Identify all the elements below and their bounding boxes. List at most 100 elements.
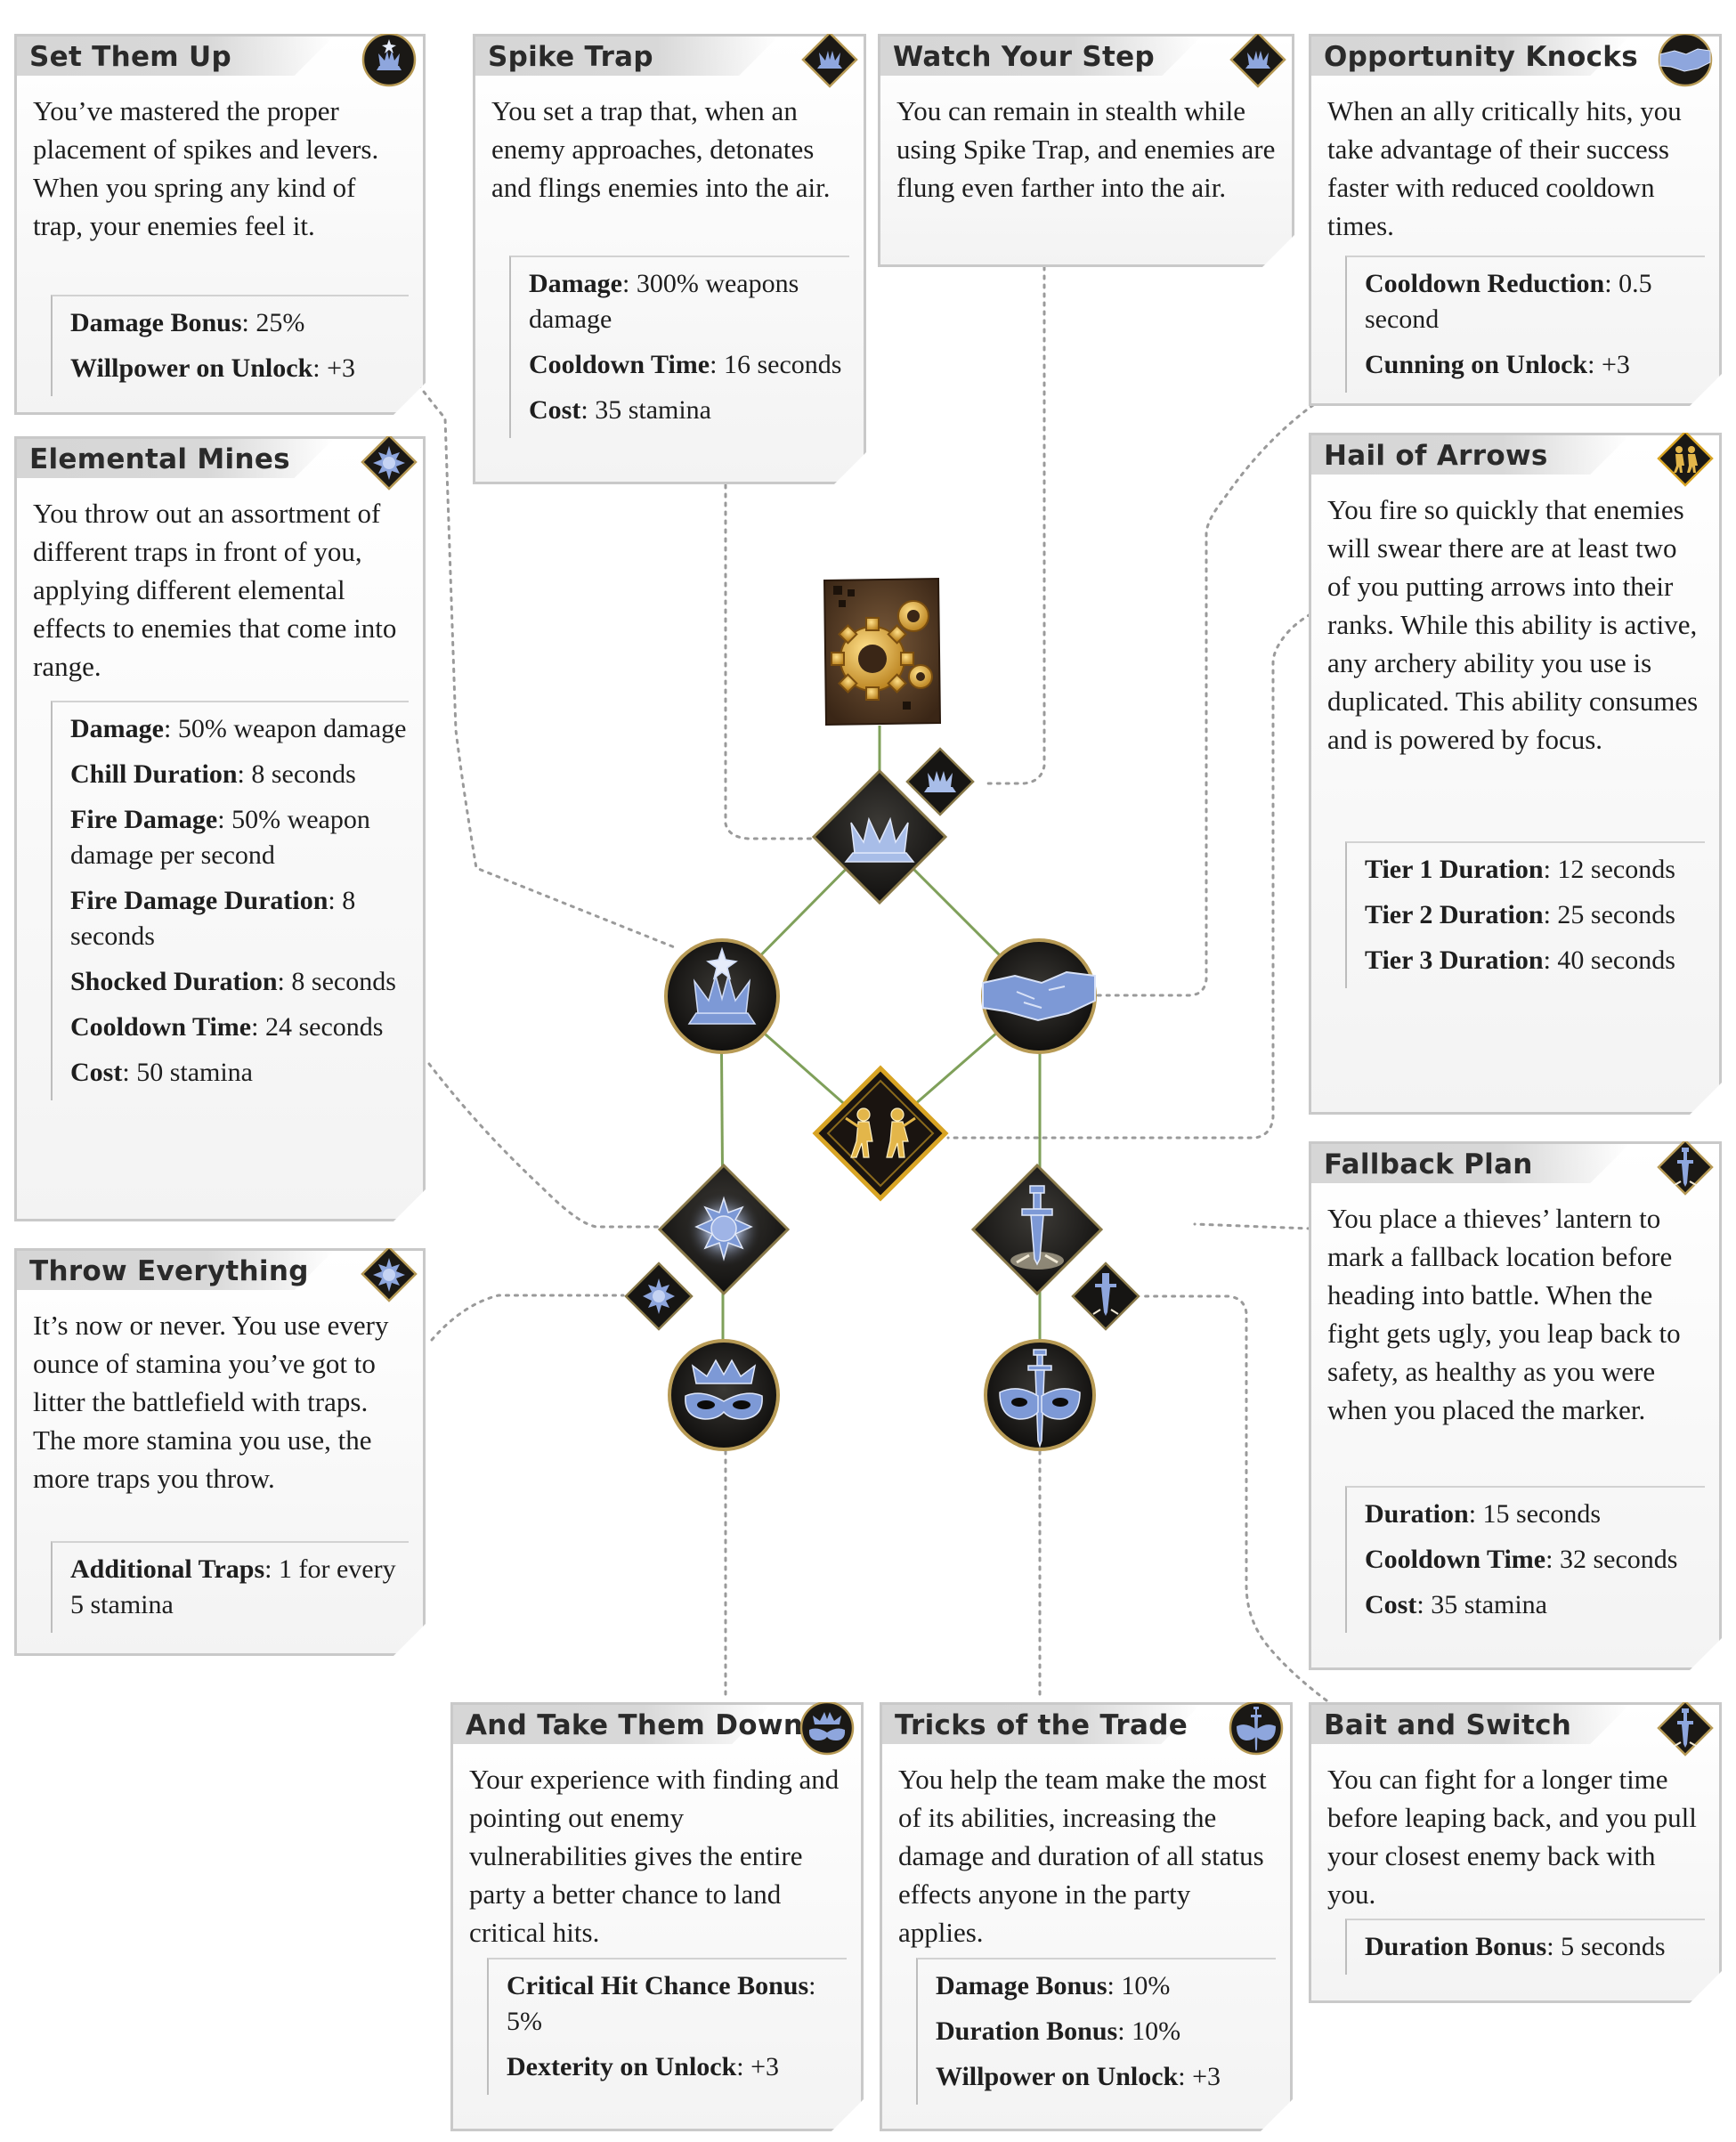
stat-value: 5 seconds (1561, 1932, 1666, 1961)
spike-trap-upgrade-icon (924, 771, 956, 792)
hail-of-arrows-node[interactable] (812, 1065, 949, 1202)
stat-row: Fire Damage Duration: 8 seconds (70, 883, 409, 954)
card-description: You’ve mastered the proper placement of … (33, 95, 379, 241)
stat-value: 25 seconds (1557, 900, 1675, 929)
stat-separator: : (580, 395, 596, 425)
stat-row: Critical Hit Chance Bonus: 5% (507, 1968, 847, 2040)
stat-label: Willpower on Unlock (936, 2062, 1179, 2091)
card-header-bar (882, 1705, 1200, 1744)
set-them-up-card: Set Them Up You’ve mastered the proper pl… (14, 34, 426, 415)
stat-separator: : (251, 1012, 265, 1042)
stat-label: Tier 1 Duration (1365, 855, 1544, 884)
spike-crown-icon (687, 946, 757, 1025)
stat-label: Dexterity on Unlock (507, 2052, 737, 2081)
card-header-bar (1311, 435, 1629, 475)
opportunity-knocks-node[interactable] (979, 937, 1099, 1056)
card-description: You throw out an assortment of different… (33, 498, 397, 682)
spike-trap-node[interactable] (810, 767, 949, 906)
tricks-of-the-trade-node[interactable] (982, 1337, 1098, 1453)
stat-row: Duration Bonus: 10% (936, 2014, 1276, 2049)
stat-separator: : (328, 886, 343, 915)
stat-label: Cost (1365, 1590, 1417, 1619)
stat-row: Cooldown Time: 32 seconds (1365, 1542, 1705, 1578)
stat-value: 10% (1121, 1971, 1171, 2000)
card-title: Set Them Up (29, 41, 231, 73)
stat-separator: : (1416, 1590, 1432, 1619)
stat-separator: : (264, 1554, 279, 1584)
twin-archers-icon (845, 1108, 916, 1158)
stat-separator: : (808, 1971, 816, 2000)
set-them-up-node[interactable] (662, 937, 782, 1056)
stat-label: Chill Duration (70, 759, 238, 789)
connector-watch-your-step (986, 265, 1046, 785)
stat-label: Fire Damage Duration (70, 886, 329, 915)
card-header-bar (453, 1705, 771, 1744)
card-header-bar (1311, 37, 1629, 76)
card-description: When an ally critically hits, you take a… (1327, 95, 1682, 241)
stat-value: 12 seconds (1557, 855, 1675, 884)
card-title: Elemental Mines (29, 443, 290, 475)
stat-value: 0.5 second (1365, 269, 1652, 334)
stat-label: Damage (70, 714, 164, 743)
spike-trap-icon (801, 31, 858, 88)
spike-crown-icon (361, 31, 418, 88)
stat-label: Additional Traps (70, 1554, 265, 1584)
stat-separator: : (1587, 350, 1602, 379)
stat-separator: : (241, 308, 256, 337)
stat-label: Duration Bonus (936, 2016, 1118, 2046)
stat-row: Cooldown Time: 16 seconds (529, 347, 849, 383)
card-header-bar (17, 1251, 334, 1290)
stat-row: Cooldown Time: 24 seconds (70, 1010, 409, 1045)
bait-and-switch-node[interactable] (1070, 1261, 1141, 1332)
watch-your-step-node[interactable] (905, 746, 976, 817)
mine-icon (361, 1245, 418, 1302)
dagger-mask-icon (1228, 1700, 1285, 1757)
stat-value: 8 seconds (70, 886, 356, 951)
stat-value: +3 (750, 2052, 780, 2081)
stat-separator: : (1117, 2016, 1132, 2046)
connector-bait-and-switch (1140, 1294, 1328, 1702)
connector-set-them-up (417, 383, 678, 950)
stat-value: +3 (327, 353, 356, 383)
card-description: You set a trap that, when an enemy appro… (491, 95, 831, 203)
stat-row: Cost: 35 stamina (1365, 1587, 1705, 1623)
stat-value: 8 seconds (251, 759, 356, 789)
stat-separator: : (1543, 900, 1558, 929)
stat-value: 15 seconds (1482, 1499, 1602, 1529)
stat-separator: : (1604, 269, 1619, 298)
stat-row: Shocked Duration: 8 seconds (70, 964, 409, 1000)
spiked-mine-icon (694, 1196, 753, 1262)
card-description: You can fight for a longer time before l… (1327, 1764, 1697, 1910)
stat-value: 5% (507, 2007, 542, 2036)
handshake-icon (1657, 31, 1714, 88)
elemental-mines-node[interactable] (657, 1163, 791, 1296)
throw-everything-node[interactable] (623, 1261, 694, 1332)
stat-label: Shocked Duration (70, 967, 278, 996)
stat-label: Cooldown Time (70, 1012, 252, 1042)
fallback-plan-node[interactable] (970, 1163, 1104, 1296)
stat-separator: : (312, 353, 328, 383)
stat-row: Chill Duration: 8 seconds (70, 757, 409, 792)
stat-label: Cooldown Reduction (1365, 269, 1605, 298)
stat-label: Tier 2 Duration (1365, 900, 1544, 929)
stat-separator: : (621, 269, 637, 298)
dagger-icon (1657, 1139, 1714, 1196)
stat-value: 10% (1132, 2016, 1181, 2046)
card-description: You fire so quickly that enemies will sw… (1327, 494, 1699, 755)
connector-spike-trap (724, 483, 816, 840)
and-take-them-down-node[interactable] (666, 1337, 782, 1453)
stat-value: 35 stamina (1431, 1590, 1547, 1619)
stat-value: 50% weapon damage per second (70, 805, 370, 870)
stat-separator: : (710, 350, 724, 379)
spiked-mine-upgrade-icon (643, 1278, 675, 1314)
stat-row: Damage: 50% weapon damage (70, 711, 409, 747)
card-title: Hail of Arrows (1324, 440, 1548, 472)
